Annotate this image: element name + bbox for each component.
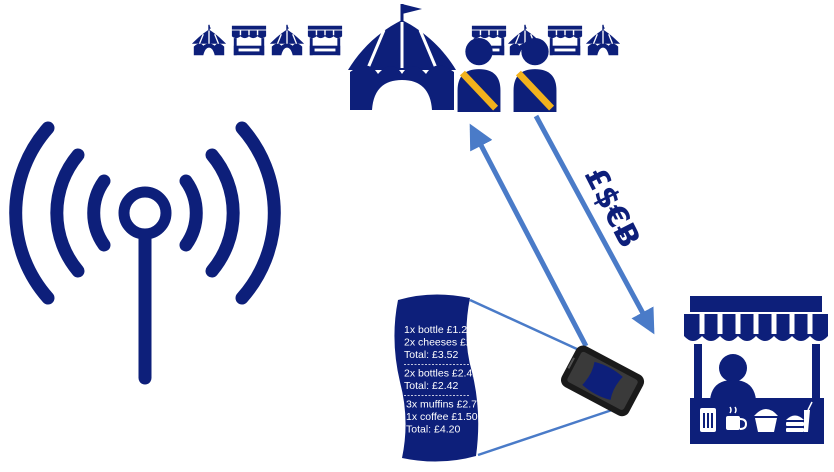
wifi-tower-icon	[9, 121, 281, 385]
festival-row	[190, 4, 622, 112]
wifi-tower-antenna-head	[118, 186, 172, 240]
receipt-line: 3x muffins £2.70	[406, 399, 483, 411]
muffin-icon	[754, 409, 778, 432]
drink-icon	[700, 408, 716, 432]
small-tent-icon	[584, 23, 622, 57]
zoom-line-top	[469, 298, 591, 357]
market-stall-icon	[684, 296, 828, 444]
wifi-wave-outer-right	[235, 121, 281, 305]
burger-drink-icon	[786, 401, 813, 432]
market-stall-icon	[547, 25, 583, 56]
coffee-cup-icon	[726, 406, 748, 430]
wifi-wave-inner-left	[87, 174, 111, 252]
receipt-line: Total: £2.42	[404, 380, 458, 392]
circus-tent-icon	[348, 4, 456, 110]
zoom-line-bottom	[477, 408, 613, 457]
small-tent-icon	[190, 23, 228, 57]
receipt-line: 2x cheeses £2.31	[404, 337, 486, 349]
receipt-line: Total: £4.20	[406, 424, 460, 436]
stall-keeper-body	[710, 380, 756, 400]
market-stall-icon	[307, 25, 343, 56]
stall-goods	[700, 401, 813, 432]
small-tent-icon	[268, 23, 306, 57]
wifi-wave-middle-left	[50, 148, 85, 278]
smartphone-icon	[561, 345, 645, 417]
wifi-wave-inner-right	[179, 174, 203, 252]
receipt-line: Total: £3.52	[404, 349, 458, 361]
market-stall-icon	[231, 25, 267, 56]
receipt-line: 1x coffee £1.50	[406, 411, 478, 423]
arrow-phone-to-steward	[469, 123, 589, 348]
wifi-wave-outer-left	[9, 121, 55, 305]
arrow-steward-to-stall	[533, 114, 655, 335]
stall-keeper-head	[719, 354, 747, 382]
wifi-wave-middle-right	[205, 148, 240, 278]
receipt-line: 1x bottle £1.21	[404, 324, 473, 336]
receipt-line: 2x bottles £2.42	[404, 368, 478, 380]
